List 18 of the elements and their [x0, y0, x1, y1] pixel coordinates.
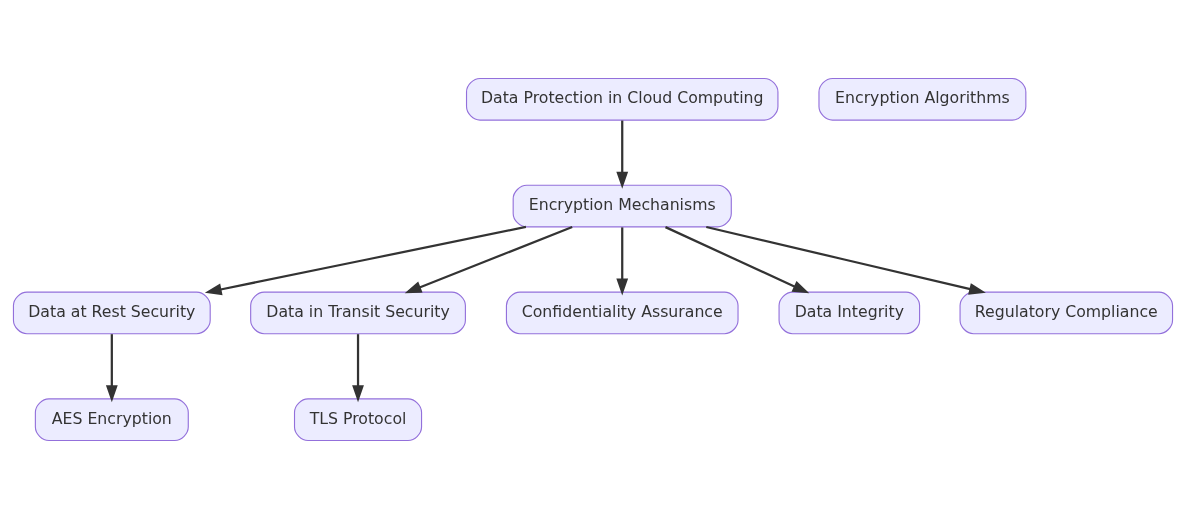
node-box: Regulatory Compliance	[959, 291, 1174, 334]
arrow	[616, 226, 629, 295]
node-box: Confidentiality Assurance	[505, 291, 739, 334]
arrow	[105, 333, 118, 402]
node-box: TLS Protocol	[293, 397, 423, 441]
arrow	[352, 333, 364, 402]
arrow	[665, 225, 810, 293]
node-box: Data Protection in Cloud Computing	[465, 77, 779, 121]
node-box: Data Integrity	[778, 291, 921, 334]
arrow	[706, 225, 986, 295]
node-box: Data at Rest Security	[12, 291, 211, 334]
arrow	[404, 225, 573, 293]
node-box: Encryption Algorithms	[818, 77, 1027, 121]
node-box: AES Encryption	[34, 397, 189, 441]
node-box: Data in Transit Security	[250, 291, 466, 334]
node-box: Encryption Mechanisms	[512, 184, 732, 227]
arrow	[616, 120, 629, 189]
arrow	[204, 225, 527, 295]
